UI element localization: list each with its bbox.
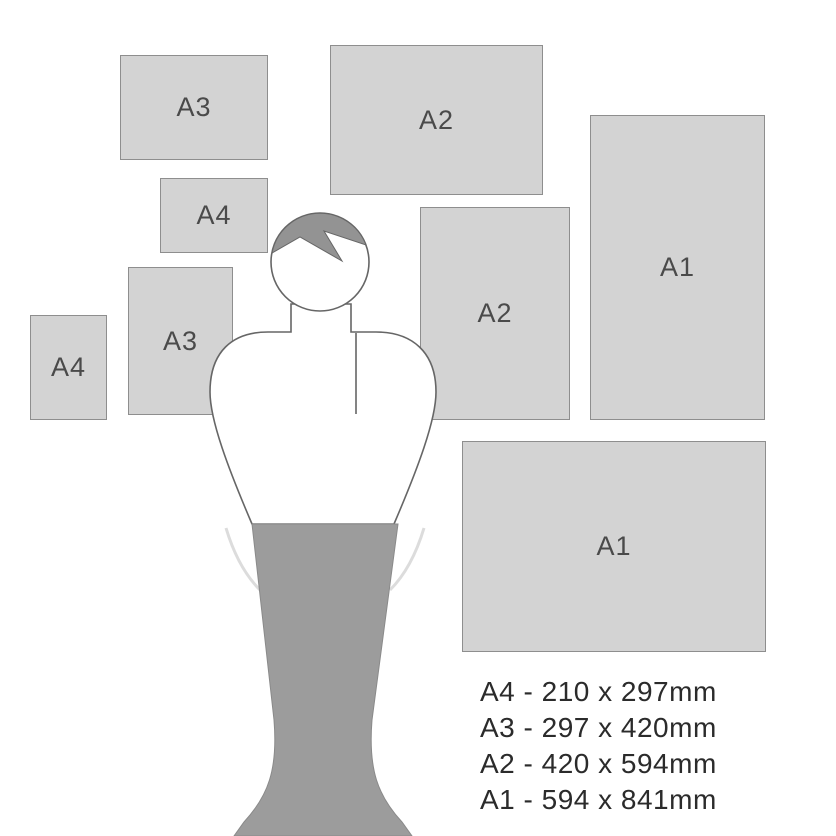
- paper-a1-landscape: A1: [462, 441, 766, 652]
- figure-hair: [271, 212, 367, 263]
- paper-a3-portrait: A3: [128, 267, 233, 415]
- figure-skirt: [233, 523, 413, 836]
- paper-size-label: A3: [162, 325, 199, 356]
- paper-size-label: A2: [418, 104, 455, 135]
- legend-line-a3: A3 - 297 x 420mm: [480, 712, 717, 743]
- legend-line-a4: A4 - 210 x 297mm: [480, 676, 717, 707]
- paper-size-label: A4: [50, 352, 87, 382]
- paper-size-label: A2: [477, 298, 513, 328]
- paper-size-label: A1: [659, 252, 696, 282]
- legend-line-a2: A2 - 420 x 594mm: [480, 748, 717, 779]
- paper-a3-landscape: A3: [120, 55, 268, 160]
- paper-size-label: A3: [176, 92, 212, 122]
- paper-a4-landscape: A4: [160, 178, 268, 253]
- figure-head: [270, 212, 370, 312]
- paper-size-legend: A4 - 210 x 297mm A3 - 297 x 420mm A2 - 4…: [480, 674, 717, 818]
- figure-shirt: [209, 303, 437, 525]
- paper-a2-portrait: A2: [420, 207, 570, 420]
- paper-a1-portrait: A1: [590, 115, 765, 420]
- paper-size-label: A4: [196, 200, 232, 230]
- hip-line-right: [388, 527, 426, 592]
- legend-line-a1: A1 - 594 x 841mm: [480, 784, 717, 815]
- paper-size-label: A1: [596, 531, 632, 561]
- paper-a2-landscape: A2: [330, 45, 543, 195]
- paper-a4-portrait: A4: [30, 315, 107, 420]
- hip-line-left: [224, 527, 262, 592]
